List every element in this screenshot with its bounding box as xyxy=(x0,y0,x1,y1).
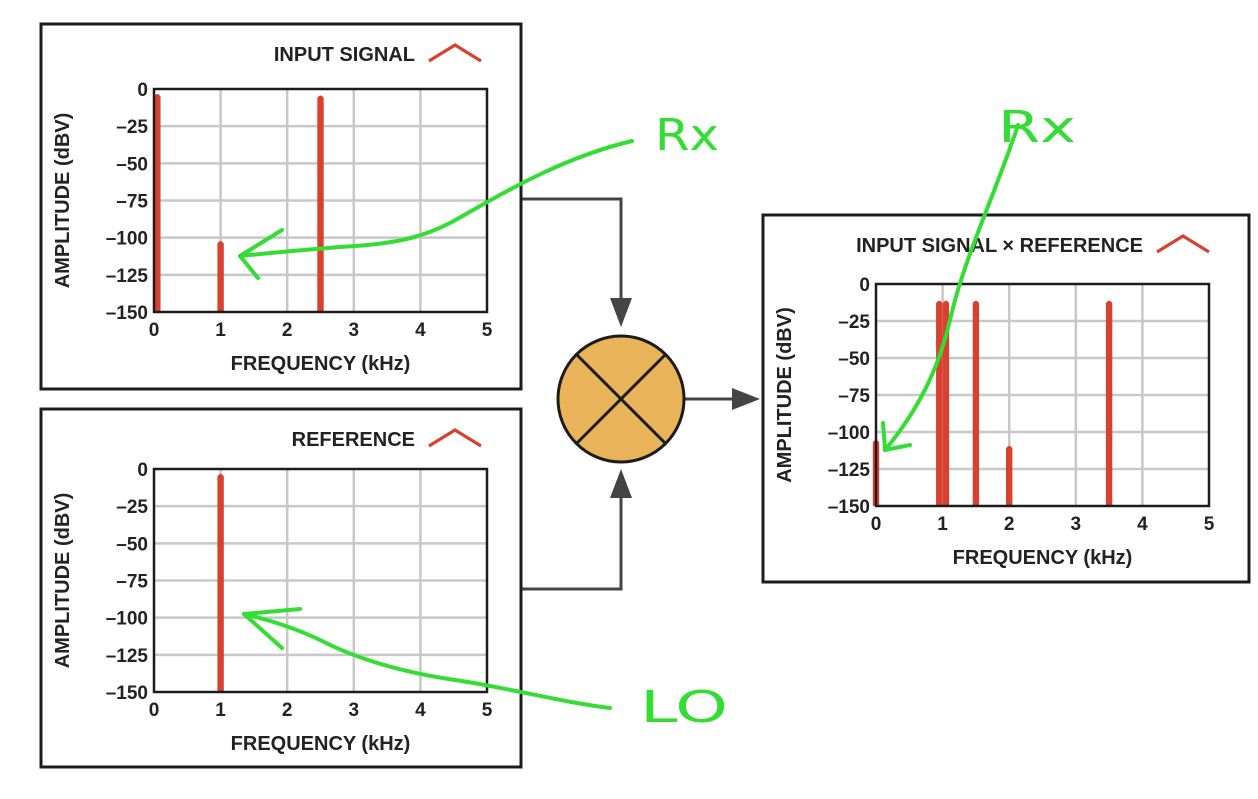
x-tick-label: 2 xyxy=(1004,514,1015,535)
y-tick-label: –50 xyxy=(116,154,148,175)
y-tick-label: –100 xyxy=(106,609,148,630)
spectrum-peak xyxy=(972,300,980,506)
spectrum-peak xyxy=(936,300,943,506)
y-tick-label: –150 xyxy=(106,303,148,324)
multiplier-circle-x-icon xyxy=(556,334,686,464)
rx-label-right: Rx xyxy=(998,102,1076,153)
chart-title: INPUT SIGNAL xyxy=(274,44,415,66)
x-tick-label: 1 xyxy=(937,514,948,535)
y-tick-label: –150 xyxy=(828,497,870,518)
spectrum-peak xyxy=(1006,445,1013,506)
lo-label: LO xyxy=(640,682,728,733)
x-axis-label: FREQUENCY (kHz) xyxy=(953,547,1133,569)
chart-panel-frame xyxy=(761,213,1251,584)
y-tick-label: –100 xyxy=(828,423,870,444)
chevron-up-icon xyxy=(428,43,482,63)
y-tick-label: –25 xyxy=(116,497,148,518)
y-tick-label: –125 xyxy=(106,646,149,667)
rx-arrow-right-stroke xyxy=(883,123,1020,452)
y-tick-label: –125 xyxy=(106,266,149,287)
x-tick-label: 2 xyxy=(282,320,293,341)
y-tick-label: –75 xyxy=(116,572,148,593)
reference-to-mixer-line xyxy=(520,496,623,591)
x-tick-label: 3 xyxy=(349,700,360,721)
chevron-up-icon xyxy=(1156,234,1210,254)
spectrum-peak xyxy=(942,300,950,506)
x-tick-label: 5 xyxy=(1204,514,1215,535)
x-axis-label: FREQUENCY (kHz) xyxy=(231,353,411,375)
arrowhead-right-icon xyxy=(732,388,760,410)
y-tick-label: –150 xyxy=(106,683,148,704)
x-tick-label: 3 xyxy=(349,320,360,341)
arrowhead-down-icon xyxy=(610,298,632,327)
x-tick-label: 1 xyxy=(215,320,226,341)
x-tick-label: 0 xyxy=(871,514,882,535)
input-to-mixer-line xyxy=(520,197,623,300)
y-axis-label: AMPLITUDE (dBV) xyxy=(774,307,796,483)
x-tick-label: 3 xyxy=(1071,514,1082,535)
chart-title: REFERENCE xyxy=(292,429,415,451)
lo-arrow-head xyxy=(242,607,302,650)
x-tick-label: 4 xyxy=(1137,514,1148,535)
y-tick-label: –25 xyxy=(838,312,870,333)
x-tick-label: 4 xyxy=(415,320,426,341)
y-tick-label: 0 xyxy=(859,275,870,296)
y-tick-label: –100 xyxy=(106,229,148,250)
lo-arrow-stroke xyxy=(242,612,612,710)
handwritten-annotations xyxy=(238,123,1020,710)
x-tick-label: 2 xyxy=(282,700,293,721)
plot-area-frame xyxy=(152,467,489,694)
y-tick-label: 0 xyxy=(137,80,148,101)
chevron-up-icon xyxy=(428,428,482,448)
spectrum-peak xyxy=(217,473,224,692)
spectrum-peak xyxy=(154,93,161,313)
plot-area-frame xyxy=(874,282,1211,508)
x-tick-label: 5 xyxy=(482,320,493,341)
spectrum-peak xyxy=(1105,300,1113,506)
y-axis-label: AMPLITUDE (dBV) xyxy=(52,113,74,289)
y-tick-label: –50 xyxy=(116,534,148,555)
y-tick-label: –75 xyxy=(116,192,148,213)
y-tick-label: 0 xyxy=(137,460,148,481)
y-tick-label: –25 xyxy=(116,117,148,138)
x-tick-label: 1 xyxy=(215,700,226,721)
y-tick-label: –50 xyxy=(838,349,870,370)
spectrum-peak xyxy=(217,241,224,312)
chart-panel-frame xyxy=(39,22,523,391)
x-tick-label: 5 xyxy=(482,700,493,721)
spectrum-peak xyxy=(317,95,324,312)
rx-label-left: Rx xyxy=(655,110,719,161)
arrowhead-up-icon xyxy=(610,469,632,498)
y-tick-label: –75 xyxy=(838,386,870,407)
rx-arrow-left-head xyxy=(238,228,284,280)
x-axis-label: FREQUENCY (kHz) xyxy=(231,733,411,755)
rx-arrow-left-stroke xyxy=(238,139,634,258)
x-tick-label: 4 xyxy=(415,700,426,721)
y-tick-label: –125 xyxy=(828,460,871,481)
rx-arrow-right-head xyxy=(881,421,912,452)
x-tick-label: 0 xyxy=(149,320,160,341)
chart-title: INPUT SIGNAL × REFERENCE xyxy=(856,235,1143,257)
x-tick-label: 0 xyxy=(149,700,160,721)
signal-flow-connectors xyxy=(520,197,734,591)
y-axis-label: AMPLITUDE (dBV) xyxy=(52,493,74,669)
